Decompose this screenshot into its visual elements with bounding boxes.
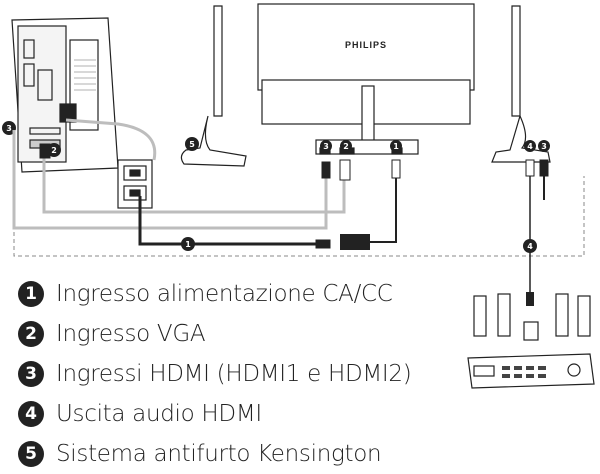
svg-text:4: 4 [527,142,533,151]
legend: 1 Ingresso alimentazione CA/CC 2 Ingress… [18,274,412,474]
legend-item-hdmi: 3 Ingressi HDMI (HDMI1 e HDMI2) [18,354,412,394]
legend-badge: 3 [18,361,44,387]
svg-text:3: 3 [6,124,12,133]
home-theater [467,293,595,389]
connectors [39,143,549,249]
right-side-monitor [491,5,551,163]
side-hdmi-marker: 3 [538,140,550,152]
svg-text:2: 2 [51,146,57,155]
pc-tower [11,17,119,173]
legend-item-vga: 2 Ingresso VGA [18,314,411,354]
legend-item-power: 1 Ingresso alimentazione CA/CC [18,274,411,314]
left-side-monitor [180,5,247,167]
svg-text:5: 5 [189,140,195,149]
legend-item-kensington: 5 Sistema antifurto Kensington [18,434,411,474]
svg-text:3: 3 [323,142,329,151]
kensington-marker: 5 [185,137,199,151]
legend-badge: 1 [18,281,44,307]
audio-plug [526,292,534,306]
svg-text:4: 4 [527,242,533,251]
legend-badge: 5 [18,441,44,467]
legend-label: Sistema antifurto Kensington [56,441,382,467]
cables [12,118,585,296]
legend-label: Ingresso VGA [56,321,206,347]
legend-badge: 2 [18,321,44,347]
brand-logo: PHILIPS [345,40,387,50]
wall-outlet [117,159,153,209]
side-audio-marker: 4 [524,140,536,152]
legend-label: Uscita audio HDMI [56,401,262,427]
svg-text:3: 3 [541,142,547,151]
audio-cable-marker: 4 [523,239,537,253]
port-hdmi-marker: 3 [320,140,332,152]
power-adapter [340,234,370,250]
legend-badge: 4 [18,401,44,427]
front-monitor [257,3,475,155]
port-vga-marker: 2 [340,140,352,152]
legend-label: Ingresso alimentazione CA/CC [56,281,393,307]
legend-item-audio: 4 Uscita audio HDMI [18,394,411,434]
svg-text:1: 1 [185,240,191,249]
legend-label: Ingressi HDMI (HDMI1 e HDMI2) [56,361,412,387]
power-cable-marker: 1 [181,237,195,251]
svg-text:1: 1 [393,142,399,151]
port-power-marker: 1 [390,140,402,152]
svg-text:2: 2 [343,142,349,151]
